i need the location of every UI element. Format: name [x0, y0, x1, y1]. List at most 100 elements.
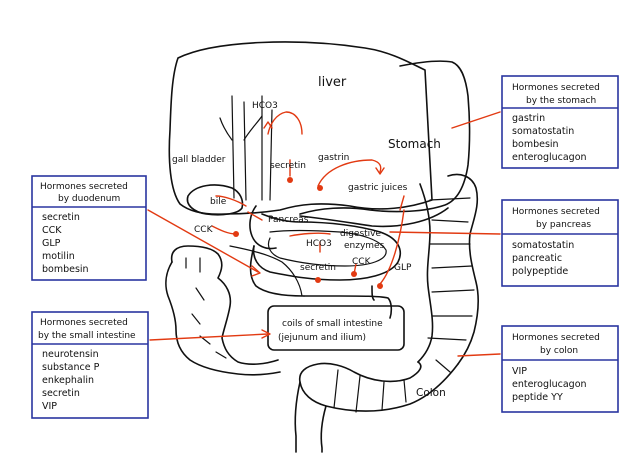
- glp-dot: [377, 283, 383, 289]
- digestive-enzymes-label-line2: enzymes: [344, 241, 385, 251]
- bile-duct-line: [219, 117, 233, 141]
- pancreas-connector: [389, 231, 501, 235]
- hco3-mid-label: HCO3: [306, 239, 332, 249]
- secretin-mid-dot: [315, 277, 321, 283]
- stomach-connector: [451, 111, 501, 129]
- box-stomach-subtitle: by the stomach: [526, 96, 596, 106]
- gallbladder-label: gall bladder: [172, 155, 226, 165]
- gastrin-arrow: [317, 159, 382, 187]
- box-small-intestine-title: Hormones secreted: [40, 318, 128, 328]
- bile-label: bile: [210, 197, 227, 207]
- box-pancreas: Hormones secreted by pancreas somatostat…: [501, 199, 619, 287]
- box-stomach-item: somatostatin: [512, 126, 574, 137]
- cck-mid-arrow: [353, 263, 357, 275]
- box-colon-item: peptide YY: [512, 392, 563, 403]
- cck-left-label: CCK: [194, 225, 214, 235]
- box-duodenum-subtitle: by duodenum: [58, 194, 120, 204]
- colon-connector: [457, 353, 501, 357]
- small-intestine-loop: [371, 285, 375, 301]
- ascending-colon-haustra: [185, 257, 227, 359]
- box-duodenum: Hormones secreted by duodenum secretin C…: [31, 175, 147, 281]
- box-small-intestine-item: enkephalin: [42, 375, 94, 386]
- box-stomach-item: bombesin: [512, 139, 559, 150]
- gastric-juices-label: gastric juices: [348, 183, 408, 193]
- duodenum-outline: [252, 213, 402, 281]
- duodenum-connector-head: [251, 265, 261, 277]
- box-duodenum-title: Hormones secreted: [40, 182, 128, 192]
- bile-arrow: [215, 195, 247, 207]
- descending-colon-outline: [447, 173, 479, 365]
- sigmoid-haustra: [333, 359, 451, 413]
- ascending-colon-outline: [170, 245, 279, 365]
- descending-colon-haustra: [427, 197, 475, 341]
- duodenum-connector: [147, 209, 259, 273]
- gastrin-arrow-head: [375, 167, 385, 175]
- small-intestine-connector-head: [261, 329, 271, 339]
- cck-mid-label: CCK: [352, 257, 372, 267]
- pancreas-duct: [229, 245, 303, 297]
- small-intestine-label-line1: coils of small intestine: [282, 319, 383, 329]
- rectum-outline: [320, 405, 327, 453]
- stomach-outline: [299, 60, 471, 215]
- small-intestine-outline: [267, 305, 405, 351]
- descending-colon-outline: [417, 183, 434, 363]
- gastric-juices-arrow: [399, 195, 405, 211]
- box-small-intestine-item: neurotensin: [42, 349, 99, 360]
- hco3-arrow-head: [263, 121, 273, 129]
- hco3-arrow: [267, 111, 303, 135]
- digestive-enzymes-arrow: [289, 232, 331, 237]
- colon-label: Colon: [416, 387, 446, 399]
- box-colon-item: VIP: [512, 366, 527, 377]
- pancreas-arrow: [247, 211, 263, 221]
- box-small-intestine-subtitle: by the small intestine: [38, 331, 136, 341]
- bile-duct-line: [231, 95, 235, 199]
- glp-arrow: [379, 209, 405, 285]
- duodenum-descending: [249, 245, 305, 297]
- box-colon-title: Hormones secreted: [512, 333, 600, 343]
- cck-left-dot: [233, 231, 239, 237]
- duodenum-inner: [267, 229, 387, 267]
- box-duodenum-item: secretin: [42, 212, 80, 223]
- box-stomach-item: gastrin: [512, 113, 545, 124]
- box-duodenum-item: CCK: [42, 225, 62, 236]
- box-colon-item: enteroglucagon: [512, 379, 587, 390]
- glp-label: GLP: [394, 263, 412, 273]
- pancreas-label: Pancreas: [268, 215, 309, 225]
- box-colon: Hormones secreted by colon VIP enteroglu…: [501, 325, 619, 413]
- box-small-intestine-item: VIP: [42, 401, 57, 412]
- liver-outline: [168, 41, 433, 215]
- box-small-intestine-item: substance P: [42, 362, 100, 373]
- cck-left-arrow: [211, 225, 237, 235]
- stomach-label: Stomach: [388, 137, 441, 151]
- stomach-lower-curve: [299, 207, 449, 228]
- gastrin-dot: [317, 185, 323, 191]
- secretin-top-label: secretin: [270, 161, 306, 171]
- hco3-top-label: HCO3: [252, 101, 278, 111]
- rectum-outline: [294, 381, 301, 453]
- box-pancreas-title: Hormones secreted: [512, 207, 600, 217]
- box-stomach-title: Hormones secreted: [512, 83, 600, 93]
- box-duodenum-item: GLP: [42, 238, 61, 249]
- box-small-intestine-item: secretin: [42, 388, 80, 399]
- ascending-colon-outline: [165, 261, 281, 376]
- small-intestine-connector: [149, 333, 269, 341]
- secretin-dot: [287, 177, 293, 183]
- box-colon-subtitle: by colon: [540, 346, 578, 356]
- sigmoid-colon-outline: [298, 361, 459, 412]
- box-pancreas-item: polypeptide: [512, 266, 568, 277]
- bile-duct-line: [243, 101, 247, 201]
- gastrin-label: gastrin: [318, 153, 349, 163]
- secretin-mid-label: secretin: [300, 263, 336, 273]
- small-intestine-loop: [303, 295, 393, 319]
- small-intestine-label-line2: (jejunum and ilium): [278, 333, 366, 343]
- box-pancreas-item: somatostatin: [512, 240, 574, 251]
- box-stomach: Hormones secreted by the stomach gastrin…: [501, 75, 619, 169]
- box-duodenum-item: bombesin: [42, 264, 89, 275]
- box-duodenum-item: motilin: [42, 251, 75, 262]
- box-pancreas-item: pancreatic: [512, 253, 562, 264]
- box-pancreas-subtitle: by pancreas: [536, 220, 591, 230]
- box-stomach-item: enteroglucagon: [512, 152, 587, 163]
- digestive-enzymes-label-line1: digestive: [340, 229, 382, 239]
- liver-label: liver: [318, 75, 347, 90]
